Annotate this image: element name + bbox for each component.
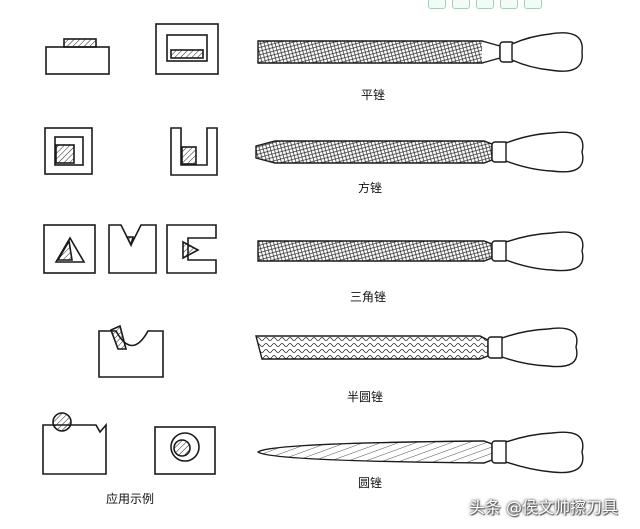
example-half-round-groove <box>98 324 164 378</box>
toolbar-remnant <box>428 0 542 9</box>
example-triangle-hole <box>43 224 96 274</box>
round-file <box>256 431 584 474</box>
toolbar-button[interactable] <box>452 0 470 9</box>
triangle-file-label: 三角锉 <box>350 290 387 304</box>
example-square-hole <box>44 127 93 175</box>
watermark: 头条 @侯文帅擦刀具 <box>468 498 618 517</box>
triangle-file <box>257 231 584 272</box>
example-triangle-groove <box>108 224 157 274</box>
example-flat-slot <box>155 23 219 75</box>
round-file-label: 圆锉 <box>358 476 383 490</box>
example-round-edge <box>42 412 107 475</box>
half-round-file <box>255 327 578 368</box>
example-round-hole <box>154 426 216 475</box>
example-square-slot <box>170 127 218 176</box>
toolbar-button[interactable] <box>476 0 494 9</box>
half-round-file-label: 半圆锉 <box>347 390 384 404</box>
example-flat-surface <box>45 38 110 75</box>
flat-file-label: 平锉 <box>361 88 386 102</box>
square-file-label: 方锉 <box>358 181 383 195</box>
toolbar-button[interactable] <box>524 0 542 9</box>
example-triangle-slot <box>166 224 217 274</box>
flat-file <box>257 32 583 72</box>
examples-caption: 应用示例 <box>106 492 155 506</box>
toolbar-button[interactable] <box>500 0 518 9</box>
toolbar-button[interactable] <box>428 0 446 9</box>
square-file <box>255 131 584 173</box>
